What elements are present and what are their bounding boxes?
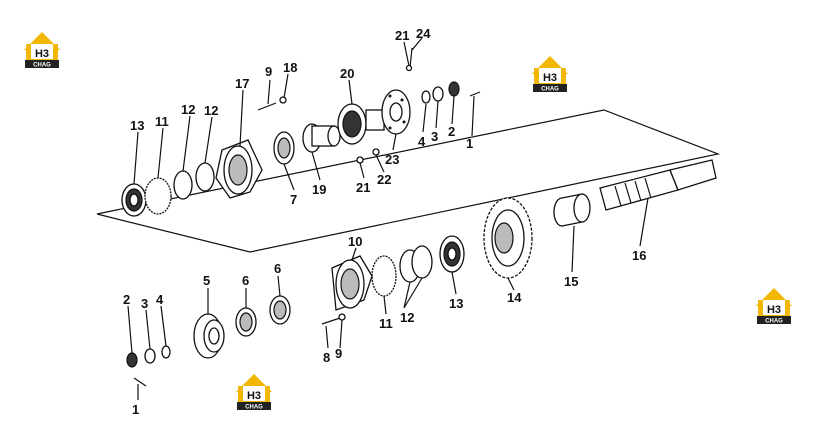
part-17-bearing-housing [215,139,263,199]
label-10: 10 [348,234,362,249]
label-3-lower: 3 [141,296,148,311]
part-12-ring-upper-a [173,170,193,200]
logo-mark: H3 [35,48,49,60]
part-2-nut-upper [448,81,460,97]
part-15-sleeve [553,193,591,227]
part-6-bearing-b [235,307,257,337]
brand-logo-top-left: H3 CHAG [24,32,60,69]
part-4-washer-upper [421,90,431,104]
label-17: 17 [235,76,249,91]
label-4-lower: 4 [156,292,164,307]
callout-labels-upper: 13 11 12 12 17 9 18 20 21 24 4 3 2 1 7 1… [130,26,473,207]
part-14-spur-gear [483,197,533,279]
brand-logo-bottom: H3 CHAG [236,374,272,411]
brand-logo-top-center: H3 CHAG [532,56,568,93]
part-9-washer-lower [338,313,346,321]
label-13-lower: 13 [449,296,463,311]
label-12-upper-a: 12 [181,102,195,117]
part-20-gear-hub [337,103,385,145]
label-23: 23 [385,152,399,167]
label-2-lower: 2 [123,292,130,307]
logo-mark: H3 [543,72,557,84]
label-13-upper: 13 [130,118,144,133]
part-2-nut-lower [126,352,138,368]
part-24-bolt [409,47,413,69]
logo-word: CHAG [33,63,51,69]
part-3-washer-lower [144,348,156,364]
label-6-b: 6 [274,261,281,276]
part-9-bolt-upper [257,102,277,111]
part-19-spacer [302,123,341,153]
part-10-bearing-housing-lower [331,255,373,311]
part-12-ring-lower-b [411,245,433,279]
brand-logo-right: H3 CHAG [756,288,792,325]
logo-mark: H3 [767,304,781,316]
label-6-a: 6 [242,273,249,288]
label-3-upper: 3 [431,129,438,144]
part-6-bearing-a [269,295,291,325]
label-15: 15 [564,274,578,289]
label-8: 8 [323,350,330,365]
part-1-pin-upper [469,91,481,97]
part-1-pin-lower [133,377,147,387]
part-11-gasket-lower [371,255,397,297]
part-23-flange [381,89,411,135]
part-18-washer-upper [279,96,287,104]
label-4-upper: 4 [418,134,426,149]
part-16-output-shaft [599,159,717,211]
part-11-gasket-upper [144,177,172,215]
part-7-bearing [273,131,295,165]
part-4-washer-lower [161,345,171,359]
label-9-lower: 9 [335,346,342,361]
label-11-lower: 11 [379,316,393,331]
label-1-upper: 1 [466,136,473,151]
label-5: 5 [203,273,210,288]
label-19: 19 [312,182,326,197]
label-24: 24 [416,26,431,41]
label-18: 18 [283,60,297,75]
label-22: 22 [377,172,391,187]
logo-mark: H3 [247,390,261,402]
part-12-ring-upper-b [195,162,215,192]
logo-word: CHAG [245,405,263,411]
part-21-nut-lower [356,156,364,164]
label-14: 14 [507,290,522,305]
part-13-bearing-upper [121,183,147,217]
logo-word: CHAG [541,87,559,93]
label-7: 7 [290,192,297,207]
assembly-boundary [96,109,721,253]
label-16: 16 [632,248,646,263]
part-21-nut-upper [405,64,413,72]
label-11-upper: 11 [155,114,169,129]
part-5-flange-lower [193,313,225,359]
label-12-lower: 12 [400,310,414,325]
part-3-washer-upper [432,86,444,102]
label-12-upper-b: 12 [204,103,218,118]
label-2-upper: 2 [448,124,455,139]
logo-word: CHAG [765,319,783,325]
callout-labels-lower: 2 3 4 1 5 6 6 8 9 10 11 12 13 14 15 16 [123,234,646,417]
part-8-bolt-lower [321,317,341,325]
part-13-bearing-lower [439,235,465,273]
part-22-washer [372,148,380,156]
label-1-lower: 1 [132,402,139,417]
label-21-top: 21 [395,28,409,43]
label-21-mid: 21 [356,180,370,195]
label-20: 20 [340,66,354,81]
leader-lines [127,37,649,400]
label-9-upper: 9 [265,64,272,79]
